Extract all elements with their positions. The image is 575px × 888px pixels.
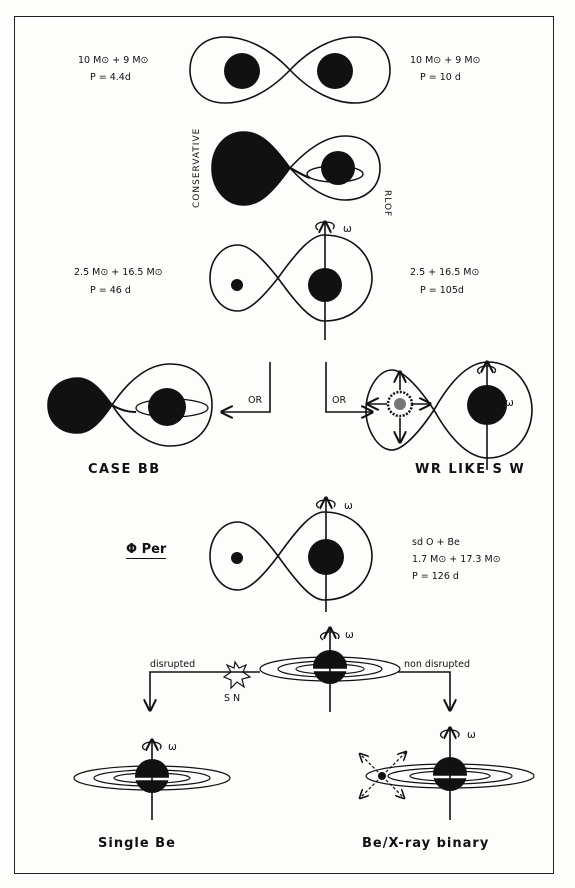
disrupted-arrow bbox=[150, 671, 260, 710]
stage2-accretor-lobe bbox=[288, 135, 381, 201]
branch-arrow-left bbox=[222, 362, 271, 412]
wr-star-core bbox=[394, 398, 406, 410]
be-xray-label: Be/X-ray binary bbox=[362, 836, 490, 851]
disrupted-label: disrupted bbox=[150, 659, 196, 670]
branch-arrow-right bbox=[325, 362, 372, 412]
sn-label: S N bbox=[224, 693, 241, 704]
stage3-rotation-arrow bbox=[315, 221, 335, 231]
stage5-omega: ω bbox=[345, 629, 354, 641]
stage1-right-mass: 10 M⊙ + 9 M⊙ bbox=[410, 55, 481, 66]
caseBB-disk bbox=[135, 398, 209, 418]
non-disrupted-arrow bbox=[398, 671, 450, 710]
xray-ray-nw bbox=[360, 754, 379, 773]
stage3-roche-lobe bbox=[209, 234, 373, 322]
wr-rotation-arrow bbox=[476, 365, 497, 375]
stage5-rotation-arrow bbox=[319, 631, 340, 641]
stage3-stripped-star bbox=[231, 279, 243, 291]
non-disrupted-label: non disrupted bbox=[404, 659, 471, 670]
stage1-roche-lobe bbox=[189, 36, 391, 104]
xray-ray-se bbox=[385, 779, 404, 798]
stage2-accretor-star bbox=[321, 151, 355, 185]
or-right-label: OR bbox=[332, 395, 347, 406]
stage3-left-mass: 2.5 M⊙ + 16.5 M⊙ bbox=[74, 267, 163, 278]
stage1-secondary-star bbox=[317, 53, 353, 89]
phi-per-label: Φ Per bbox=[126, 542, 167, 559]
stage3-left-period: P = 46 d bbox=[90, 285, 131, 296]
single-rotation-arrow bbox=[141, 741, 162, 751]
stage1-right-period: P = 10 d bbox=[420, 72, 461, 83]
wr-roche-lobe bbox=[365, 361, 533, 459]
single-be-label: Single Be bbox=[98, 836, 176, 851]
stage3-right-period: P = 105d bbox=[420, 285, 464, 296]
stage4-omega: ω bbox=[344, 500, 353, 512]
or-left-label: OR bbox=[248, 395, 263, 406]
single-omega: ω bbox=[168, 741, 177, 753]
stage1-left-mass: 10 M⊙ + 9 M⊙ bbox=[78, 55, 149, 66]
stage4-rotation-arrow bbox=[315, 499, 336, 509]
xray-ray-ne bbox=[385, 752, 406, 773]
binary-rotation-arrow bbox=[439, 729, 460, 739]
figure-border bbox=[14, 16, 554, 874]
binary-omega: ω bbox=[467, 729, 476, 741]
case-bb-label: CASE BB bbox=[88, 462, 161, 477]
wr-omega: ω bbox=[505, 397, 514, 409]
caseBB-donor-lobe bbox=[47, 377, 113, 434]
stage4-sdO-star bbox=[231, 552, 243, 564]
stage2-donor-lobe bbox=[211, 131, 291, 206]
caseBB-accretor-lobe bbox=[111, 363, 213, 447]
caseBB-stream bbox=[111, 404, 137, 413]
supernova-burst bbox=[222, 660, 252, 690]
stage4-type: sd O + Be bbox=[412, 537, 460, 548]
stage2-mass-stream bbox=[289, 167, 311, 180]
stage1-left-period: P = 4.4d bbox=[90, 72, 131, 83]
stage2-conservative-label: CONSERVATIVE bbox=[192, 127, 202, 208]
stage2-accretion-ring bbox=[306, 165, 364, 183]
caseBB-accretor-star bbox=[148, 388, 186, 426]
stage1-primary-star bbox=[224, 53, 260, 89]
stage4-roche-lobe bbox=[209, 511, 373, 601]
stage4-period: P = 126 d bbox=[412, 571, 459, 582]
neutron-star bbox=[378, 772, 386, 780]
stage3-omega: ω bbox=[343, 223, 352, 235]
xray-ray-sw bbox=[360, 779, 379, 798]
stage4-mass: 1.7 M⊙ + 17.3 M⊙ bbox=[412, 554, 501, 565]
stage2-rlof-label: RLOF bbox=[382, 190, 392, 218]
stage3-right-mass: 2.5 + 16.5 M⊙ bbox=[410, 267, 480, 278]
wr-like-label: WR LIKE S W bbox=[415, 462, 526, 477]
